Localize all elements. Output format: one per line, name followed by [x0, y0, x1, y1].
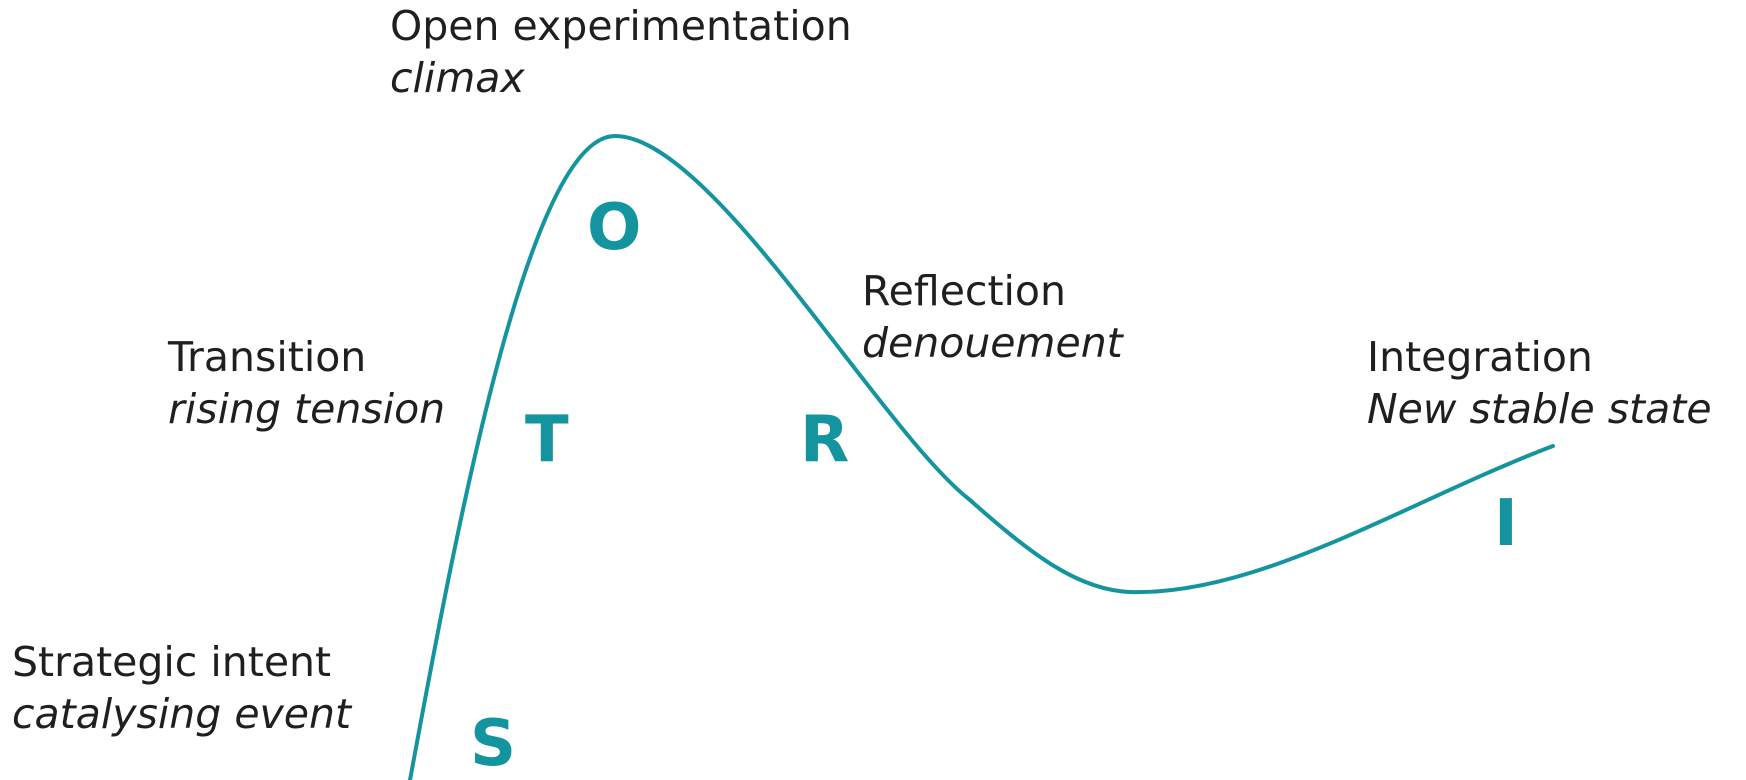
stage-subtitle-climax: climax	[390, 54, 525, 102]
stage-letter-i: I	[1494, 487, 1518, 561]
stage-subtitle-rising-tension: rising tension	[168, 385, 446, 433]
stage-label-integration: Integration New stable state	[1367, 331, 1712, 435]
stage-label-transition: Transition rising tension	[168, 331, 445, 435]
stage-subtitle-catalysing-event: catalysing event	[12, 690, 352, 738]
stage-letter-t: T	[525, 403, 569, 477]
stage-letter-s: S	[470, 707, 517, 780]
stage-label-open-experimentation: Open experimentation climax	[390, 0, 852, 104]
stage-letter-o: O	[587, 191, 642, 265]
stage-letter-r: R	[800, 403, 850, 477]
stage-label-reflection: Reflection denouement	[862, 265, 1123, 369]
stage-name-strategic-intent: Strategic intent	[12, 638, 332, 686]
stage-subtitle-denouement: denouement	[862, 319, 1123, 367]
stage-subtitle-new-stable-state: New stable state	[1367, 385, 1712, 433]
stage-name-reflection: Reflection	[862, 267, 1066, 315]
stage-name-transition: Transition	[168, 333, 367, 381]
story-arc-curve	[408, 133, 1555, 780]
stage-label-strategic-intent: Strategic intent catalysing event	[12, 636, 351, 740]
stage-name-open-experimentation: Open experimentation	[390, 2, 852, 50]
stage-name-integration: Integration	[1367, 333, 1593, 381]
